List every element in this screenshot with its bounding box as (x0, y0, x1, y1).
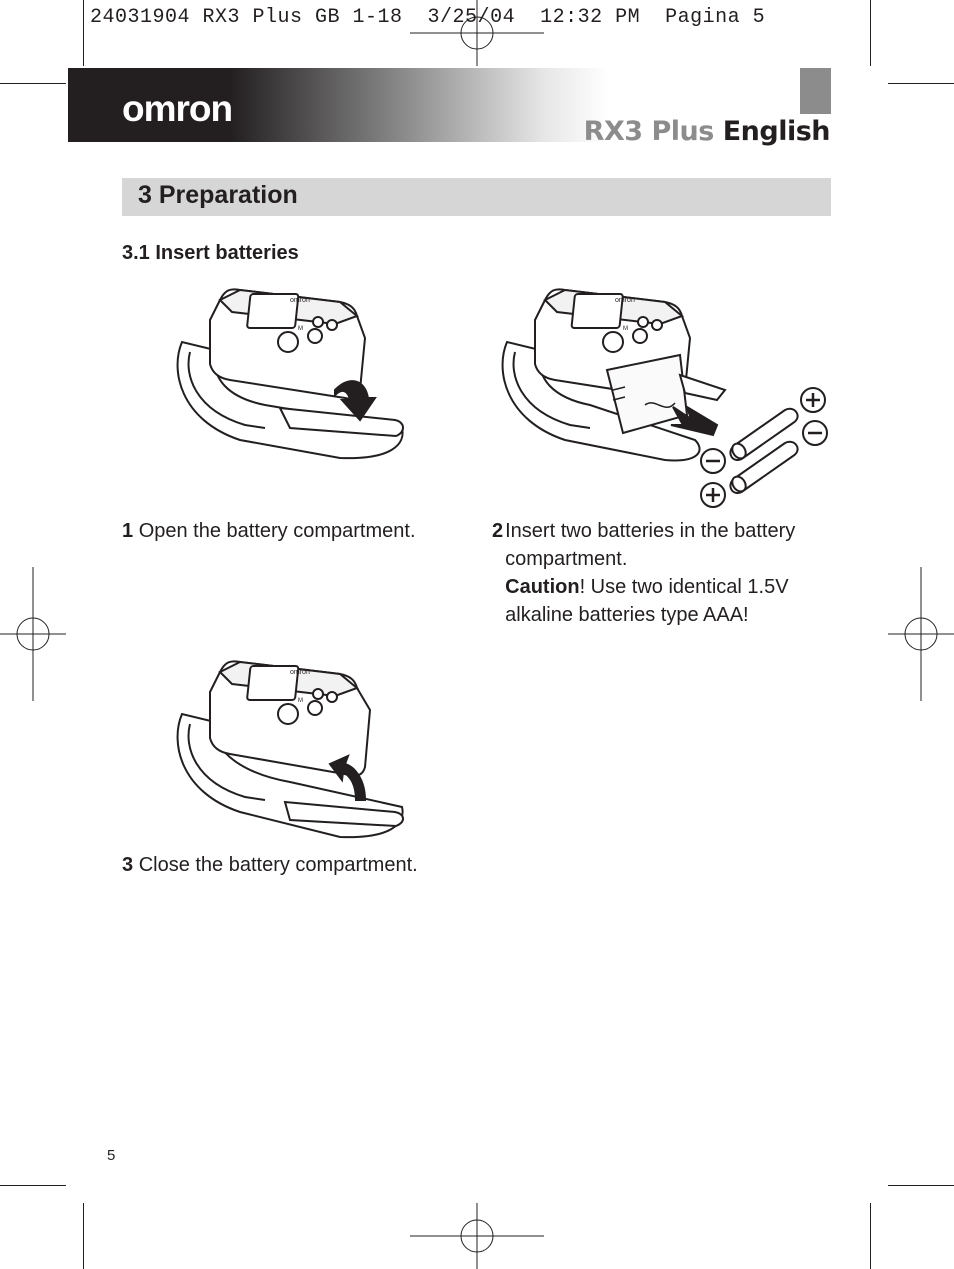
monitor-button-small-1 (312, 688, 324, 700)
step-number: 3 (122, 854, 134, 876)
cuff-inner (187, 723, 266, 801)
monitor-display-logo: omron (615, 297, 635, 304)
section-title: 3 Preparation (138, 181, 298, 209)
monitor-button-start (277, 331, 299, 353)
monitor-display (570, 293, 624, 329)
monitor-button-small-2 (651, 319, 663, 331)
monitor-button-small-2 (326, 691, 338, 703)
subsection-title: 3.1 Insert batteries (122, 242, 299, 264)
compartment-lid (678, 373, 727, 402)
monitor-button-label: M (623, 326, 628, 332)
insert-arrow-icon (670, 404, 719, 437)
section-bar: 3 Preparation (122, 178, 831, 216)
step-2: 2 Insert two batteries in the battery co… (492, 517, 832, 629)
monitor-display-logo: omron (290, 297, 310, 304)
step-text: Close the battery compartment. (138, 854, 418, 876)
plus-icon (800, 387, 826, 413)
omron-logo: omron (122, 88, 233, 129)
print-slug: 24031904 RX3 Plus GB 1-18 3/25/04 12:32 … (90, 6, 766, 29)
plus-icon (700, 482, 726, 508)
registration-mark-left (0, 567, 66, 701)
model-name: RX3 Plus (583, 116, 715, 147)
monitor-display (246, 665, 300, 701)
cuff-flap (278, 406, 404, 438)
page-tab-marker (800, 68, 831, 114)
battery-lower (729, 440, 799, 494)
illustration-insert-batteries: omron M (501, 288, 828, 508)
caution-text: ! Use two identical 1.5V alkaline batter… (505, 576, 789, 626)
step-number: 1 (122, 520, 134, 542)
wrist-cuff (501, 340, 701, 462)
monitor-button-small-2 (326, 319, 338, 331)
monitor-button-memory (632, 328, 648, 344)
registration-mark-top (410, 0, 544, 66)
monitor-button-memory (307, 328, 323, 344)
monitor-button-start (277, 703, 299, 725)
monitor-button-memory (307, 700, 323, 716)
monitor-button-label: M (298, 326, 303, 332)
open-arrow-icon (334, 380, 377, 422)
page-number: 5 (107, 1147, 116, 1164)
battery-compartment (605, 353, 689, 435)
step-text: Open the battery compartment. (138, 520, 416, 542)
close-arrow-icon (328, 754, 367, 801)
cuff-flap (283, 800, 404, 828)
cuff-inner (512, 351, 591, 429)
monitor-display-logo: omron (290, 669, 310, 676)
compartment-springs (612, 386, 676, 408)
language-name: English (722, 116, 831, 147)
monitor-button-small-1 (637, 316, 649, 328)
minus-icon (700, 448, 726, 474)
monitor-button-start (602, 331, 624, 353)
registration-mark-bottom (410, 1203, 544, 1269)
monitor-button-label: M (298, 698, 303, 704)
header-band (68, 68, 608, 142)
model-language-title: RX3 Plus English (583, 116, 831, 147)
registration-mark-right (888, 567, 954, 701)
monitor-display (246, 293, 300, 329)
illustration-open-compartment: omron M (176, 288, 404, 460)
battery-upper (729, 407, 799, 461)
illustration-close-compartment: omron M (176, 660, 404, 839)
step-1: 1 Open the battery compartment. (122, 517, 416, 545)
minus-icon (802, 420, 828, 446)
caution-label: Caution (505, 576, 580, 598)
monitor-button-small-1 (312, 316, 324, 328)
step-3: 3 Close the battery compartment. (122, 851, 418, 879)
step-text: Insert two batteries in the battery comp… (505, 520, 796, 570)
cuff-inner (187, 351, 266, 429)
wrist-cuff (176, 712, 404, 839)
step-number: 2 (492, 520, 504, 542)
